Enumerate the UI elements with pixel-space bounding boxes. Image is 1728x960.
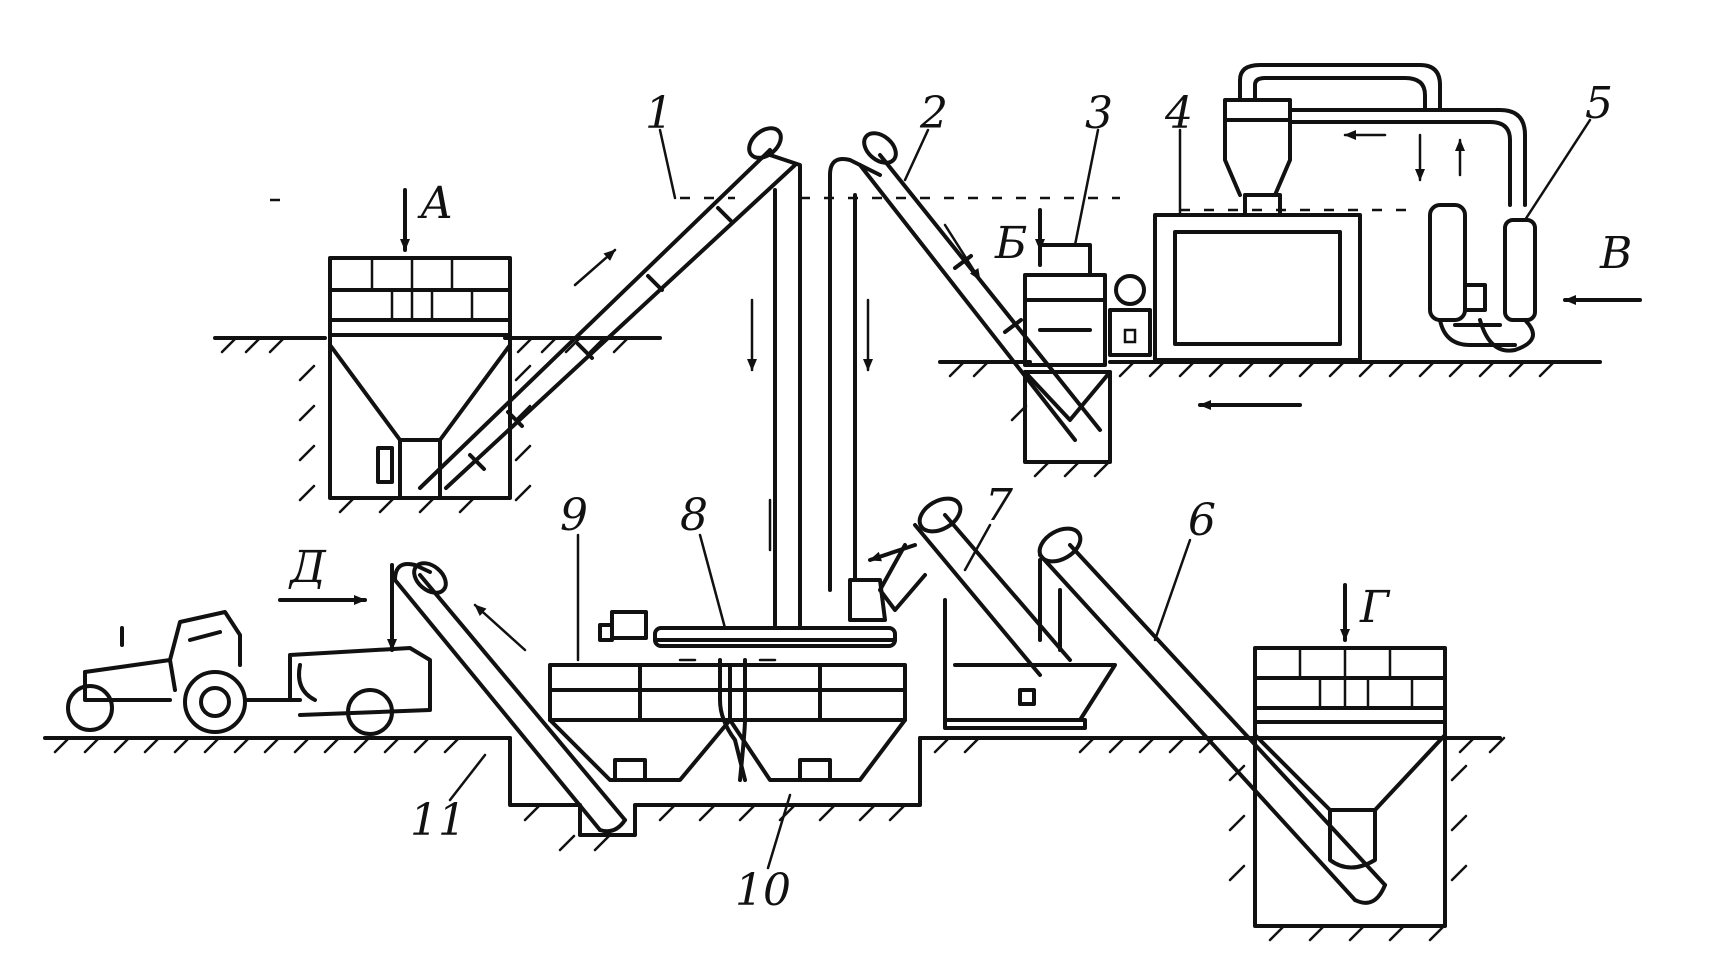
callout-labels: 1 2 3 4 5 6 7 8 9 10 11 А Б В Г Д: [288, 78, 1632, 916]
leader-6: [1153, 538, 1192, 642]
leader-8: [698, 533, 727, 630]
leader-10: [766, 793, 792, 870]
unit-7-hopper: [943, 598, 1117, 730]
ground-upper-left: [213, 336, 662, 354]
leader-3: [1073, 128, 1100, 247]
label-7: 7: [985, 480, 1013, 531]
unit-5-filter: [1428, 203, 1642, 353]
leader-dashes: [270, 196, 1420, 212]
underground-pit-10: [508, 736, 922, 852]
leader-7: [963, 523, 992, 572]
conveyor-2: [858, 131, 1102, 442]
bunker-left: [298, 188, 532, 514]
bunkers-9: [548, 658, 907, 782]
conveyor-1: [418, 126, 797, 490]
receiving-pit-right: [1010, 370, 1112, 478]
conveyor-7: [868, 496, 1072, 677]
leader-11: [448, 753, 487, 802]
label-A: А: [417, 178, 453, 229]
unit-3-mixer: [1023, 208, 1152, 367]
label-11: 11: [410, 795, 466, 846]
label-8: 8: [680, 490, 708, 541]
bunker-right: [1228, 583, 1468, 942]
distributor-8: [598, 610, 897, 648]
label-4: 4: [1164, 88, 1193, 139]
leader-1: [658, 128, 677, 200]
label-9: 9: [560, 490, 588, 541]
label-6: 6: [1188, 495, 1216, 546]
vertical-pipes: [747, 153, 887, 627]
label-G: Г: [1359, 582, 1391, 633]
label-2: 2: [919, 88, 948, 139]
conveyor-11: [393, 561, 627, 834]
label-1: 1: [645, 88, 673, 139]
leader-5: [1523, 118, 1592, 222]
ground-lower: [43, 736, 1506, 754]
unit-4-cabinet: [1153, 63, 1527, 362]
label-B: Б: [994, 218, 1027, 269]
leader-2: [903, 128, 930, 182]
label-V: В: [1599, 228, 1632, 279]
conveyor-6: [1037, 526, 1387, 905]
label-10: 10: [735, 865, 791, 916]
tractor-with-trailer: [66, 563, 432, 736]
label-D: Д: [288, 542, 327, 593]
